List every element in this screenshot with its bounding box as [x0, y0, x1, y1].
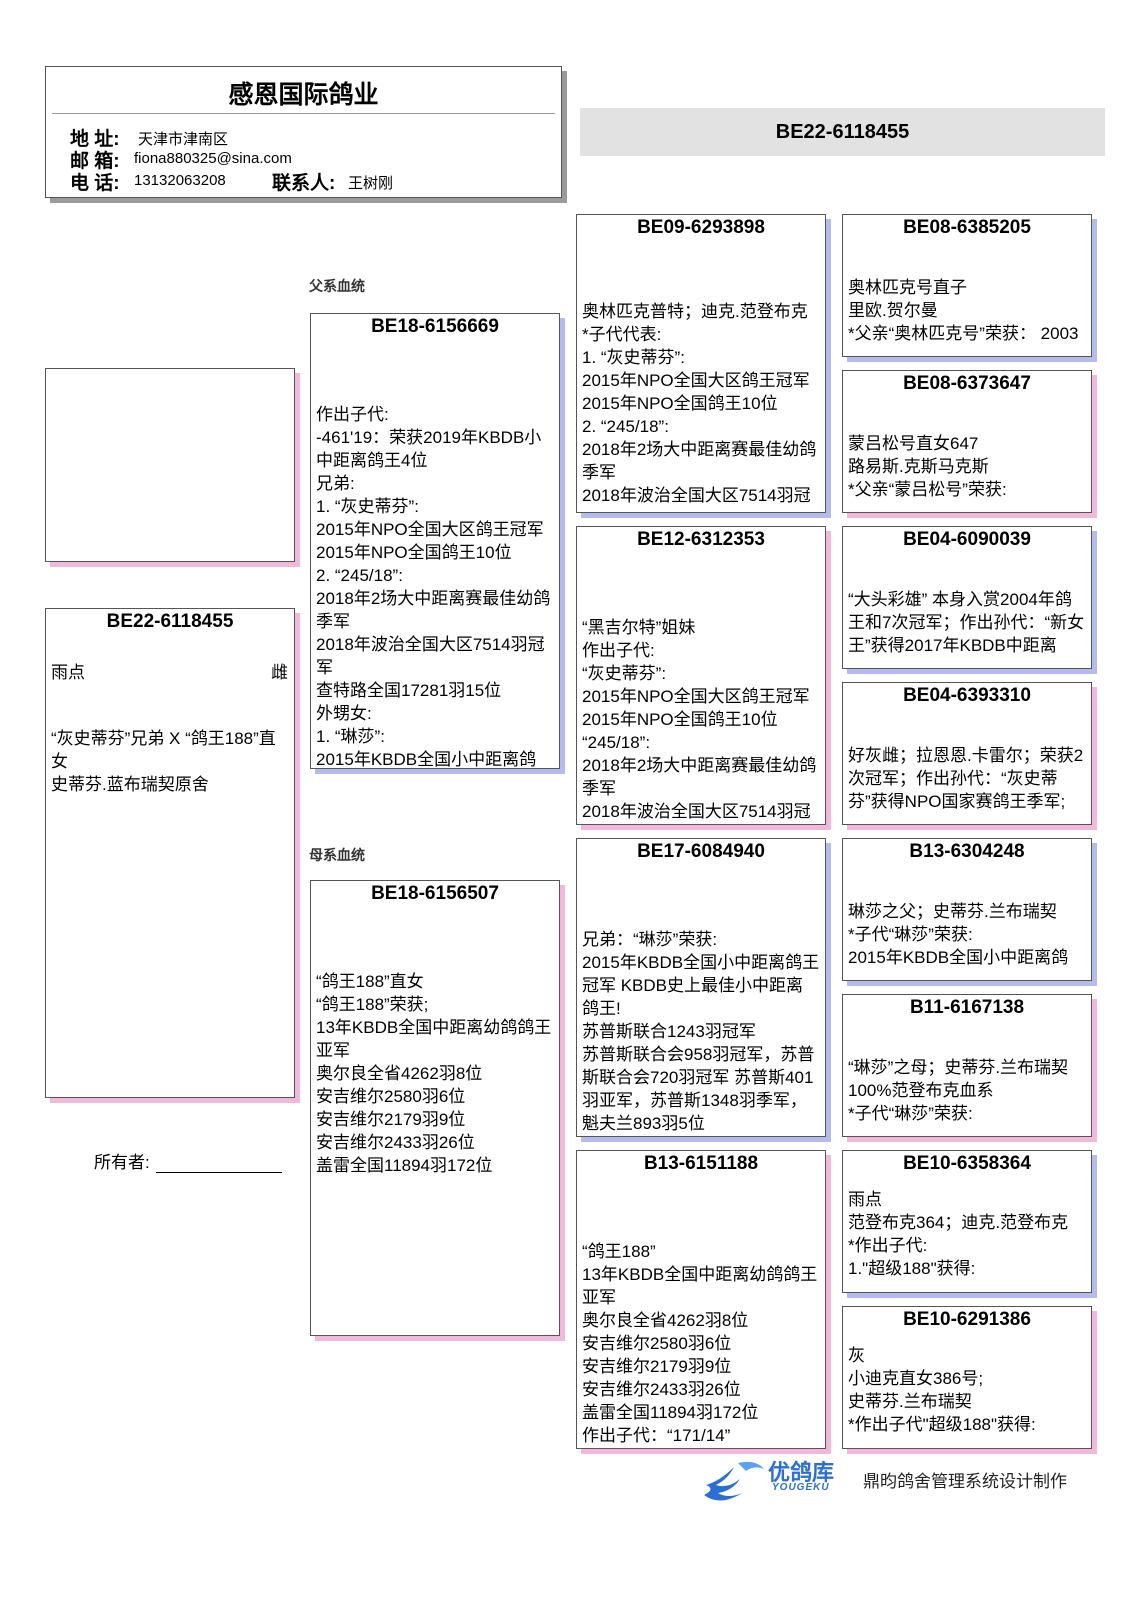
contact-value: 王树刚 — [348, 175, 394, 192]
dam-dam-ring: B13-6151188 — [643, 1153, 759, 1174]
sd-dam-description: 好灰雌；拉恩恩.卡雷尔；荣获2次冠军；作出孙代：“灰史蒂芬”获得NPO国家赛鸽王… — [848, 746, 1084, 811]
dd-dam-box: BE10-6291386 灰 小迪克直女386号; 史蒂芬.兰布瑞契 *作出子代… — [842, 1306, 1092, 1449]
email-value: fiona880325@sina.com — [134, 150, 292, 167]
logo-subtitle: YOUGEKU — [772, 1482, 830, 1493]
dam-sire-ring: BE17-6084940 — [637, 841, 765, 862]
ds-dam-description: “琳莎”之母；史蒂芬.兰布瑞契 100%范登布克血系 *子代“琳莎”荣获: — [848, 1058, 1069, 1123]
email-label: 邮 箱: — [70, 151, 120, 172]
phone-value: 13132063208 — [134, 172, 226, 189]
ss-sire-description: 奥林匹克号直子 里欧.贺尔曼 *父亲“奥林匹克号”荣获： 2003 — [848, 278, 1079, 343]
dam-sire-description: 兄弟：“琳莎”荣获: 2015年KBDB全国小中距离鸽王冠军 KBDB史上最佳小… — [582, 930, 820, 1133]
footer-credit: 鼎昀鸽舍管理系统设计制作 — [863, 1472, 1067, 1491]
ds-sire-ring: B13-6304248 — [909, 841, 1025, 862]
ds-sire-box: B13-6304248 琳莎之父；史蒂芬.兰布瑞契 *子代“琳莎”荣获: 201… — [842, 838, 1092, 981]
ss-sire-box: BE08-6385205 奥林匹克号直子 里欧.贺尔曼 *父亲“奥林匹克号”荣获… — [842, 214, 1092, 357]
subject-sex: 雌 — [271, 663, 288, 682]
dd-sire-description: 雨点 范登布克364；迪克.范登布克 *作出子代: 1."超级188"获得: — [848, 1190, 1069, 1278]
phone-label: 电 话: — [70, 173, 120, 194]
sire-dam-description: “黑吉尔特”姐妹 作出子代: “灰史蒂芬”: 2015年NPO全国大区鸽王冠军 … — [582, 618, 817, 821]
dam-description: “鸽王188”直女 “鸽王188”荣获; 13年KBDB全国中距离幼鸽鸽王亚军 … — [316, 972, 552, 1175]
ss-dam-box: BE08-6373647 蒙吕松号直女647 路易斯.克斯马克斯 *父亲“蒙吕松… — [842, 370, 1092, 513]
sire-description: 作出子代: -461'19：荣获2019年KBDB小中距离鸽王4位 兄弟: 1.… — [316, 405, 551, 769]
dd-dam-description: 灰 小迪克直女386号; 史蒂芬.兰布瑞契 *作出子代"超级188"获得: — [848, 1346, 1036, 1434]
dd-dam-ring: BE10-6291386 — [903, 1309, 1031, 1330]
dam-line-label: 母系血统 — [309, 847, 365, 863]
dam-dam-description: “鸽王188” 13年KBDB全国中距离幼鸽鸽王亚军 奥尔良全省4262羽8位 … — [582, 1242, 818, 1445]
sire-dam-box: BE12-6312353 “黑吉尔特”姐妹 作出子代: “灰史蒂芬”: 2015… — [576, 526, 826, 825]
sd-sire-description: “大头彩雄” 本身入赏2004年鸽王和7次冠军；作出孙代：“新女王”获得2017… — [848, 590, 1085, 655]
ss-dam-description: 蒙吕松号直女647 路易斯.克斯马克斯 *父亲“蒙吕松号”荣获: — [848, 434, 1007, 499]
subject-box: BE22-6118455 雨点 雌 “灰史蒂芬”兄弟 X “鸽王188”直女 史… — [45, 608, 295, 1098]
dd-sire-ring: BE10-6358364 — [903, 1153, 1031, 1174]
owner-line — [155, 1154, 282, 1173]
sd-sire-ring: BE04-6090039 — [903, 529, 1031, 550]
ds-dam-ring: B11-6167138 — [909, 997, 1025, 1018]
sire-line-label: 父系血统 — [309, 278, 365, 294]
contact-label: 联系人: — [272, 173, 336, 194]
subject-description: “灰史蒂芬”兄弟 X “鸽王188”直女 史蒂芬.蓝布瑞契原舍 — [51, 729, 276, 794]
ds-dam-box: B11-6167138 “琳莎”之母；史蒂芬.兰布瑞契 100%范登布克血系 *… — [842, 994, 1092, 1137]
header-divider — [52, 113, 555, 114]
sire-dam-ring: BE12-6312353 — [637, 529, 765, 550]
dam-box: BE18-6156507 “鸽王188”直女 “鸽王188”荣获; 13年KBD… — [310, 880, 560, 1336]
sd-sire-box: BE04-6090039 “大头彩雄” 本身入赏2004年鸽王和7次冠军；作出孙… — [842, 526, 1092, 669]
dam-sire-box: BE17-6084940 兄弟：“琳莎”荣获: 2015年KBDB全国小中距离鸽… — [576, 838, 826, 1137]
sire-box: BE18-6156669 作出子代: -461'19：荣获2019年KBDB小中… — [310, 313, 560, 769]
sire-sire-box: BE09-6293898 奥林匹克普特；迪克.范登布克 *子代代表: 1. “灰… — [576, 214, 826, 513]
header-box: 感恩国际鸽业 地 址: 天津市津南区 邮 箱: fiona880325@sina… — [45, 66, 562, 198]
dam-ring: BE18-6156507 — [371, 883, 499, 904]
owner-label: 所有者: — [94, 1153, 150, 1172]
subject-color: 雨点 — [51, 663, 85, 682]
address-label: 地 址: — [70, 129, 120, 150]
sd-dam-box: BE04-6393310 好灰雌；拉恩恩.卡雷尔；荣获2次冠军；作出孙代：“灰史… — [842, 682, 1092, 825]
subject-ring: BE22-6118455 — [106, 611, 234, 632]
sd-dam-ring: BE04-6393310 — [903, 685, 1031, 706]
company-name: 感恩国际鸽业 — [228, 81, 379, 109]
dd-sire-box: BE10-6358364 雨点 范登布克364；迪克.范登布克 *作出子代: 1… — [842, 1150, 1092, 1293]
owner-field: 所有者: — [94, 1148, 282, 1173]
pedigree-title: BE22-6118455 — [580, 108, 1105, 156]
yougeku-logo-icon — [704, 1461, 764, 1501]
ss-sire-ring: BE08-6385205 — [903, 217, 1031, 238]
sire-sire-description: 奥林匹克普特；迪克.范登布克 *子代代表: 1. “灰史蒂芬”: 2015年NP… — [582, 302, 817, 505]
dam-dam-box: B13-6151188 “鸽王188” 13年KBDB全国中距离幼鸽鸽王亚军 奥… — [576, 1150, 826, 1449]
sire-ring: BE18-6156669 — [371, 316, 499, 337]
photo-box — [45, 368, 295, 562]
sire-sire-ring: BE09-6293898 — [637, 217, 765, 238]
logo-name: 优鸽库 — [768, 1461, 835, 1486]
address-value: 天津市津南区 — [138, 131, 229, 148]
ds-sire-description: 琳莎之父；史蒂芬.兰布瑞契 *子代“琳莎”荣获: 2015年KBDB全国小中距离… — [848, 902, 1069, 967]
ss-dam-ring: BE08-6373647 — [903, 373, 1031, 394]
